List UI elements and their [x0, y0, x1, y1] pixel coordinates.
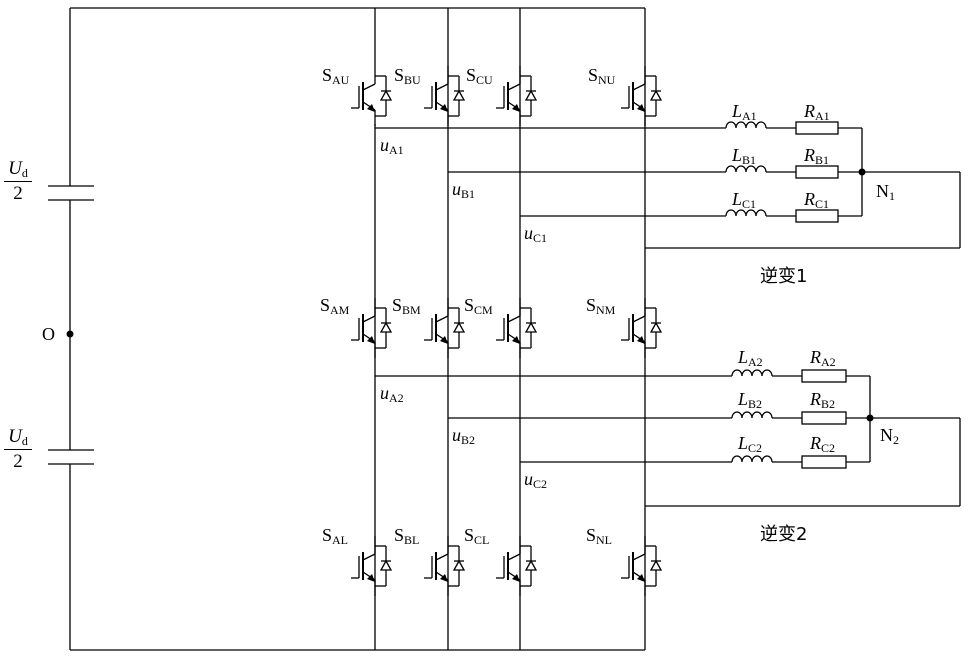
- resistor-b2: [802, 412, 846, 424]
- switch-label-bl: SBL: [394, 526, 419, 544]
- voltage-label-c2: uC2: [524, 470, 547, 488]
- switch-label-nm: SNM: [586, 296, 615, 314]
- resistor-label-c2: RC2: [810, 434, 835, 452]
- switch-label-nl: SNL: [586, 526, 612, 544]
- switch-nu: [621, 66, 661, 126]
- switch-label-nu: SNU: [588, 66, 615, 84]
- inductor-label-b1: LB1: [732, 146, 756, 164]
- inductor-b2: [732, 412, 772, 418]
- midpoint-dot: [67, 331, 74, 338]
- resistor-label-b1: RB1: [804, 146, 829, 164]
- neutral-label-2: N2: [880, 426, 899, 444]
- switch-cm: [496, 298, 536, 358]
- resistor-label-a1: RA1: [804, 102, 830, 120]
- voltage-label-c1: uC1: [524, 224, 547, 242]
- voltage-label-b2: uB2: [452, 426, 475, 444]
- switch-label-au: SAU: [322, 66, 349, 84]
- inductor-c2: [732, 456, 772, 462]
- voltage-label-a2: uA2: [380, 384, 404, 402]
- inductor-label-a1: LA1: [732, 102, 757, 120]
- voltage-label-a1: uA1: [380, 136, 404, 154]
- voltage-label-b1: uB1: [452, 180, 475, 198]
- resistor-a1: [796, 122, 838, 134]
- inductor-label-c1: LC1: [732, 190, 756, 208]
- switch-label-cu: SCU: [466, 66, 493, 84]
- switch-label-cm: SCM: [464, 296, 493, 314]
- inductor-label-b2: LB2: [738, 390, 762, 408]
- switch-label-cl: SCL: [464, 526, 489, 544]
- neutral-dot-2: [867, 415, 874, 422]
- resistor-a2: [802, 370, 846, 382]
- neutral-label-1: N1: [876, 182, 895, 200]
- switch-bl: [424, 536, 464, 596]
- switch-label-am: SAM: [320, 296, 349, 314]
- switch-nm: [621, 298, 661, 358]
- switch-bm: [424, 298, 464, 358]
- resistor-label-c1: RC1: [804, 190, 829, 208]
- inductor-label-a2: LA2: [738, 348, 763, 366]
- switch-label-al: SAL: [322, 526, 348, 544]
- neutral-dot-1: [859, 169, 866, 176]
- switch-cu: [496, 66, 536, 126]
- switch-cl: [496, 536, 536, 596]
- inductor-a2: [732, 370, 772, 376]
- switch-label-bm: SBM: [392, 296, 421, 314]
- resistor-c2: [802, 456, 846, 468]
- switch-label-bu: SBU: [394, 66, 421, 84]
- midpoint-label: O: [42, 325, 55, 343]
- switch-nl: [621, 536, 661, 596]
- resistor-label-b2: RB2: [810, 390, 835, 408]
- inverter1-caption: 逆变1: [760, 262, 807, 288]
- cap-upper-label: Ud 2: [2, 158, 34, 205]
- cap-lower-label: Ud 2: [2, 426, 34, 473]
- resistor-c1: [796, 210, 838, 222]
- switch-am: [351, 298, 391, 358]
- resistor-b1: [796, 166, 838, 178]
- switch-al: [351, 536, 391, 596]
- switch-bu: [424, 66, 464, 126]
- inductor-label-c2: LC2: [738, 434, 762, 452]
- resistor-label-a2: RA2: [810, 348, 836, 366]
- inverter2-caption: 逆变2: [760, 520, 807, 546]
